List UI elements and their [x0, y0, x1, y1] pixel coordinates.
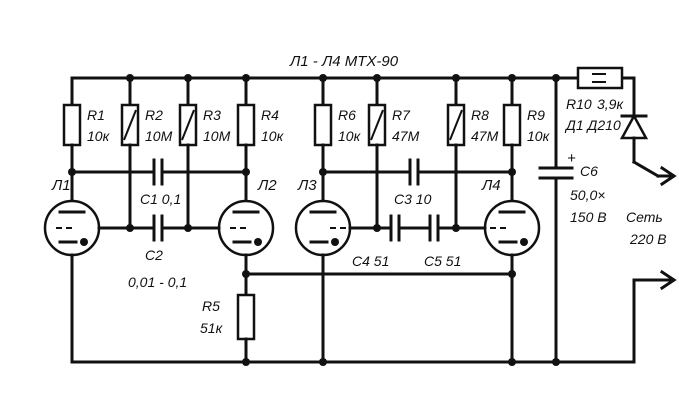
c1-label: C1 0,1	[140, 191, 181, 207]
resistor-r5: R5 51к	[200, 293, 256, 364]
mains-voltage: 220 В	[629, 231, 667, 247]
r8-name: R8	[471, 107, 489, 123]
c2-value: 0,01 - 0,1	[128, 274, 187, 290]
r9-name: R9	[527, 107, 545, 123]
d1-label: Д1 Д210	[564, 117, 621, 133]
resistor-r3: R3 10М	[178, 76, 231, 230]
resistor-r4: R4 10к	[236, 76, 285, 202]
bottom-ground-rail	[70, 278, 660, 364]
resistor-r8: R8 47М	[446, 76, 499, 230]
tube-l2: Л2	[217, 177, 277, 297]
c6-voltage: 150 В	[570, 209, 607, 225]
tube-l3: Л3	[294, 177, 352, 364]
l1-label: Л1	[51, 177, 71, 194]
resistor-r1: R1 10к	[62, 76, 111, 202]
c6-value: 50,0×	[570, 187, 605, 203]
l4-label: Л4	[481, 177, 501, 194]
capacitor-c2: C2 0,01 - 0,1	[97, 214, 221, 290]
r8-value: 47М	[471, 128, 499, 144]
l3-label: Л3	[297, 177, 317, 194]
c4-label: C4 51	[352, 253, 389, 269]
r7-name: R7	[392, 107, 411, 123]
c5-label: C5 51	[424, 253, 461, 269]
resistor-r2: R2 10М	[120, 76, 173, 230]
c6-polarity: +	[567, 150, 576, 167]
r5-value: 51к	[200, 320, 224, 336]
capacitor-c3: C3 10	[321, 158, 514, 207]
c6-name: C6	[580, 163, 598, 179]
resistor-r10: R10 3,9к	[566, 66, 624, 112]
tube-l1: Л1	[43, 177, 101, 364]
r2-name: R2	[145, 107, 163, 123]
mains-terminal-top	[656, 165, 677, 187]
r1-value: 10к	[87, 128, 111, 144]
tube-l4: Л4	[481, 177, 541, 364]
r6-name: R6	[338, 107, 356, 123]
r4-value: 10к	[261, 128, 285, 144]
r10-value: 3,9к	[597, 96, 624, 112]
r5-name: R5	[202, 298, 220, 314]
r9-value: 10к	[527, 128, 551, 144]
resistor-r6: R6 10к	[313, 76, 362, 202]
capacitor-c1: C1 0,1	[70, 158, 248, 207]
r6-value: 10к	[338, 128, 362, 144]
r2-value: 10М	[145, 128, 173, 144]
r3-name: R3	[203, 107, 221, 123]
l2-label: Л2	[257, 177, 277, 194]
resistor-r9: R9 10к	[502, 76, 551, 202]
c3-label: C3 10	[394, 191, 432, 207]
r4-name: R4	[261, 107, 279, 123]
cathode-bus	[242, 270, 516, 278]
capacitor-c5: C5 51	[424, 214, 487, 269]
mains-label: Сеть	[626, 209, 663, 225]
c2-name: C2	[145, 247, 163, 263]
top-supply-rail	[70, 76, 636, 115]
mains-terminal-bottom	[656, 269, 677, 291]
r1-name: R1	[87, 107, 105, 123]
r3-value: 10М	[203, 128, 231, 144]
capacitor-c6: + C6 50,0× 150 В	[538, 74, 607, 364]
diode-d1: Д1 Д210	[564, 113, 661, 179]
schematic-title: Л1 - Л4 МТХ-90	[289, 53, 399, 70]
r10-label: R10	[566, 96, 592, 112]
resistor-r7: R7 47М	[367, 76, 420, 230]
capacitor-c4: C4 51	[348, 214, 432, 269]
r7-value: 47М	[392, 128, 420, 144]
